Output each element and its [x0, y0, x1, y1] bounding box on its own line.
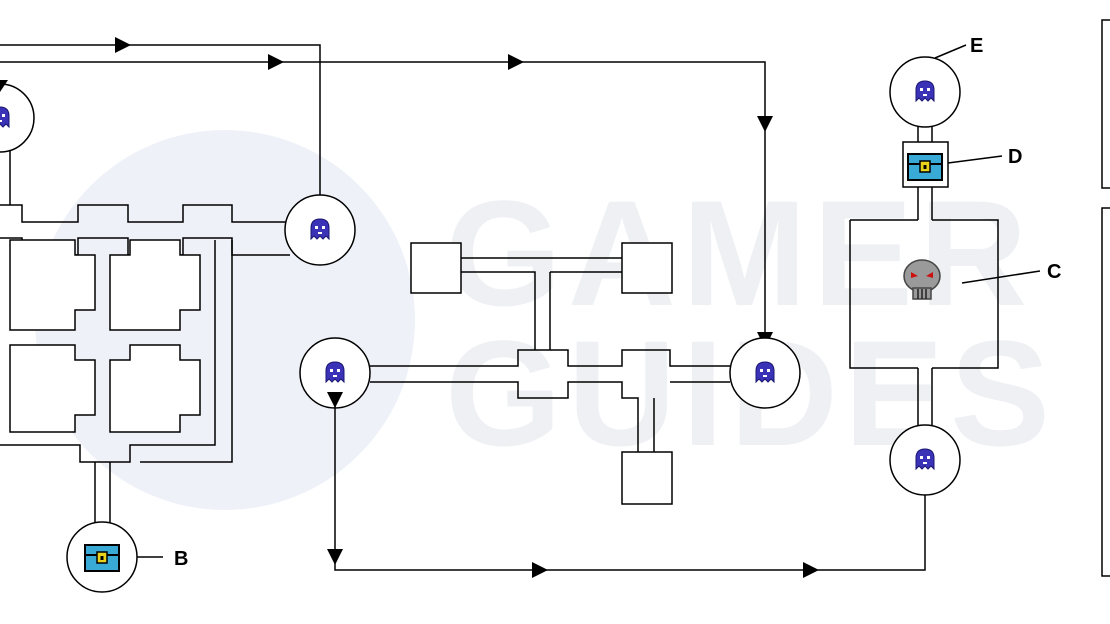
arrow-icon	[115, 37, 131, 53]
ghost-icon	[915, 80, 935, 102]
watermark-logo	[35, 130, 415, 510]
ghost-icon	[915, 448, 935, 470]
label-e: E	[970, 35, 983, 57]
path-top-1	[0, 44, 321, 200]
label-d: D	[1008, 146, 1022, 168]
side-panel-top	[1101, 19, 1110, 189]
arrow-icon	[803, 562, 819, 578]
arrow-icon	[327, 549, 343, 565]
ghost-icon	[755, 361, 775, 383]
label-d-pointer	[947, 155, 1003, 164]
chest-icon	[84, 544, 120, 572]
ghost-icon	[0, 106, 10, 128]
left-dungeon	[0, 80, 290, 525]
middle-dungeon	[299, 242, 801, 505]
chest-icon	[907, 153, 943, 181]
watermark-line1: GAMER	[445, 169, 1033, 337]
arrow-icon	[268, 54, 284, 70]
ghost-icon	[310, 218, 330, 240]
arrow-icon	[757, 116, 773, 132]
side-panel-bottom	[1101, 207, 1110, 577]
arrow-icon	[508, 54, 524, 70]
label-c: C	[1047, 261, 1061, 283]
ghost-icon	[325, 361, 345, 383]
arrow-icon	[327, 392, 343, 408]
arrow-icon	[532, 562, 548, 578]
label-c-pointer	[961, 270, 1041, 284]
label-b: B	[174, 548, 188, 570]
path-top-2	[0, 61, 766, 340]
label-e-pointer	[934, 44, 967, 59]
path-bottom	[334, 395, 926, 571]
